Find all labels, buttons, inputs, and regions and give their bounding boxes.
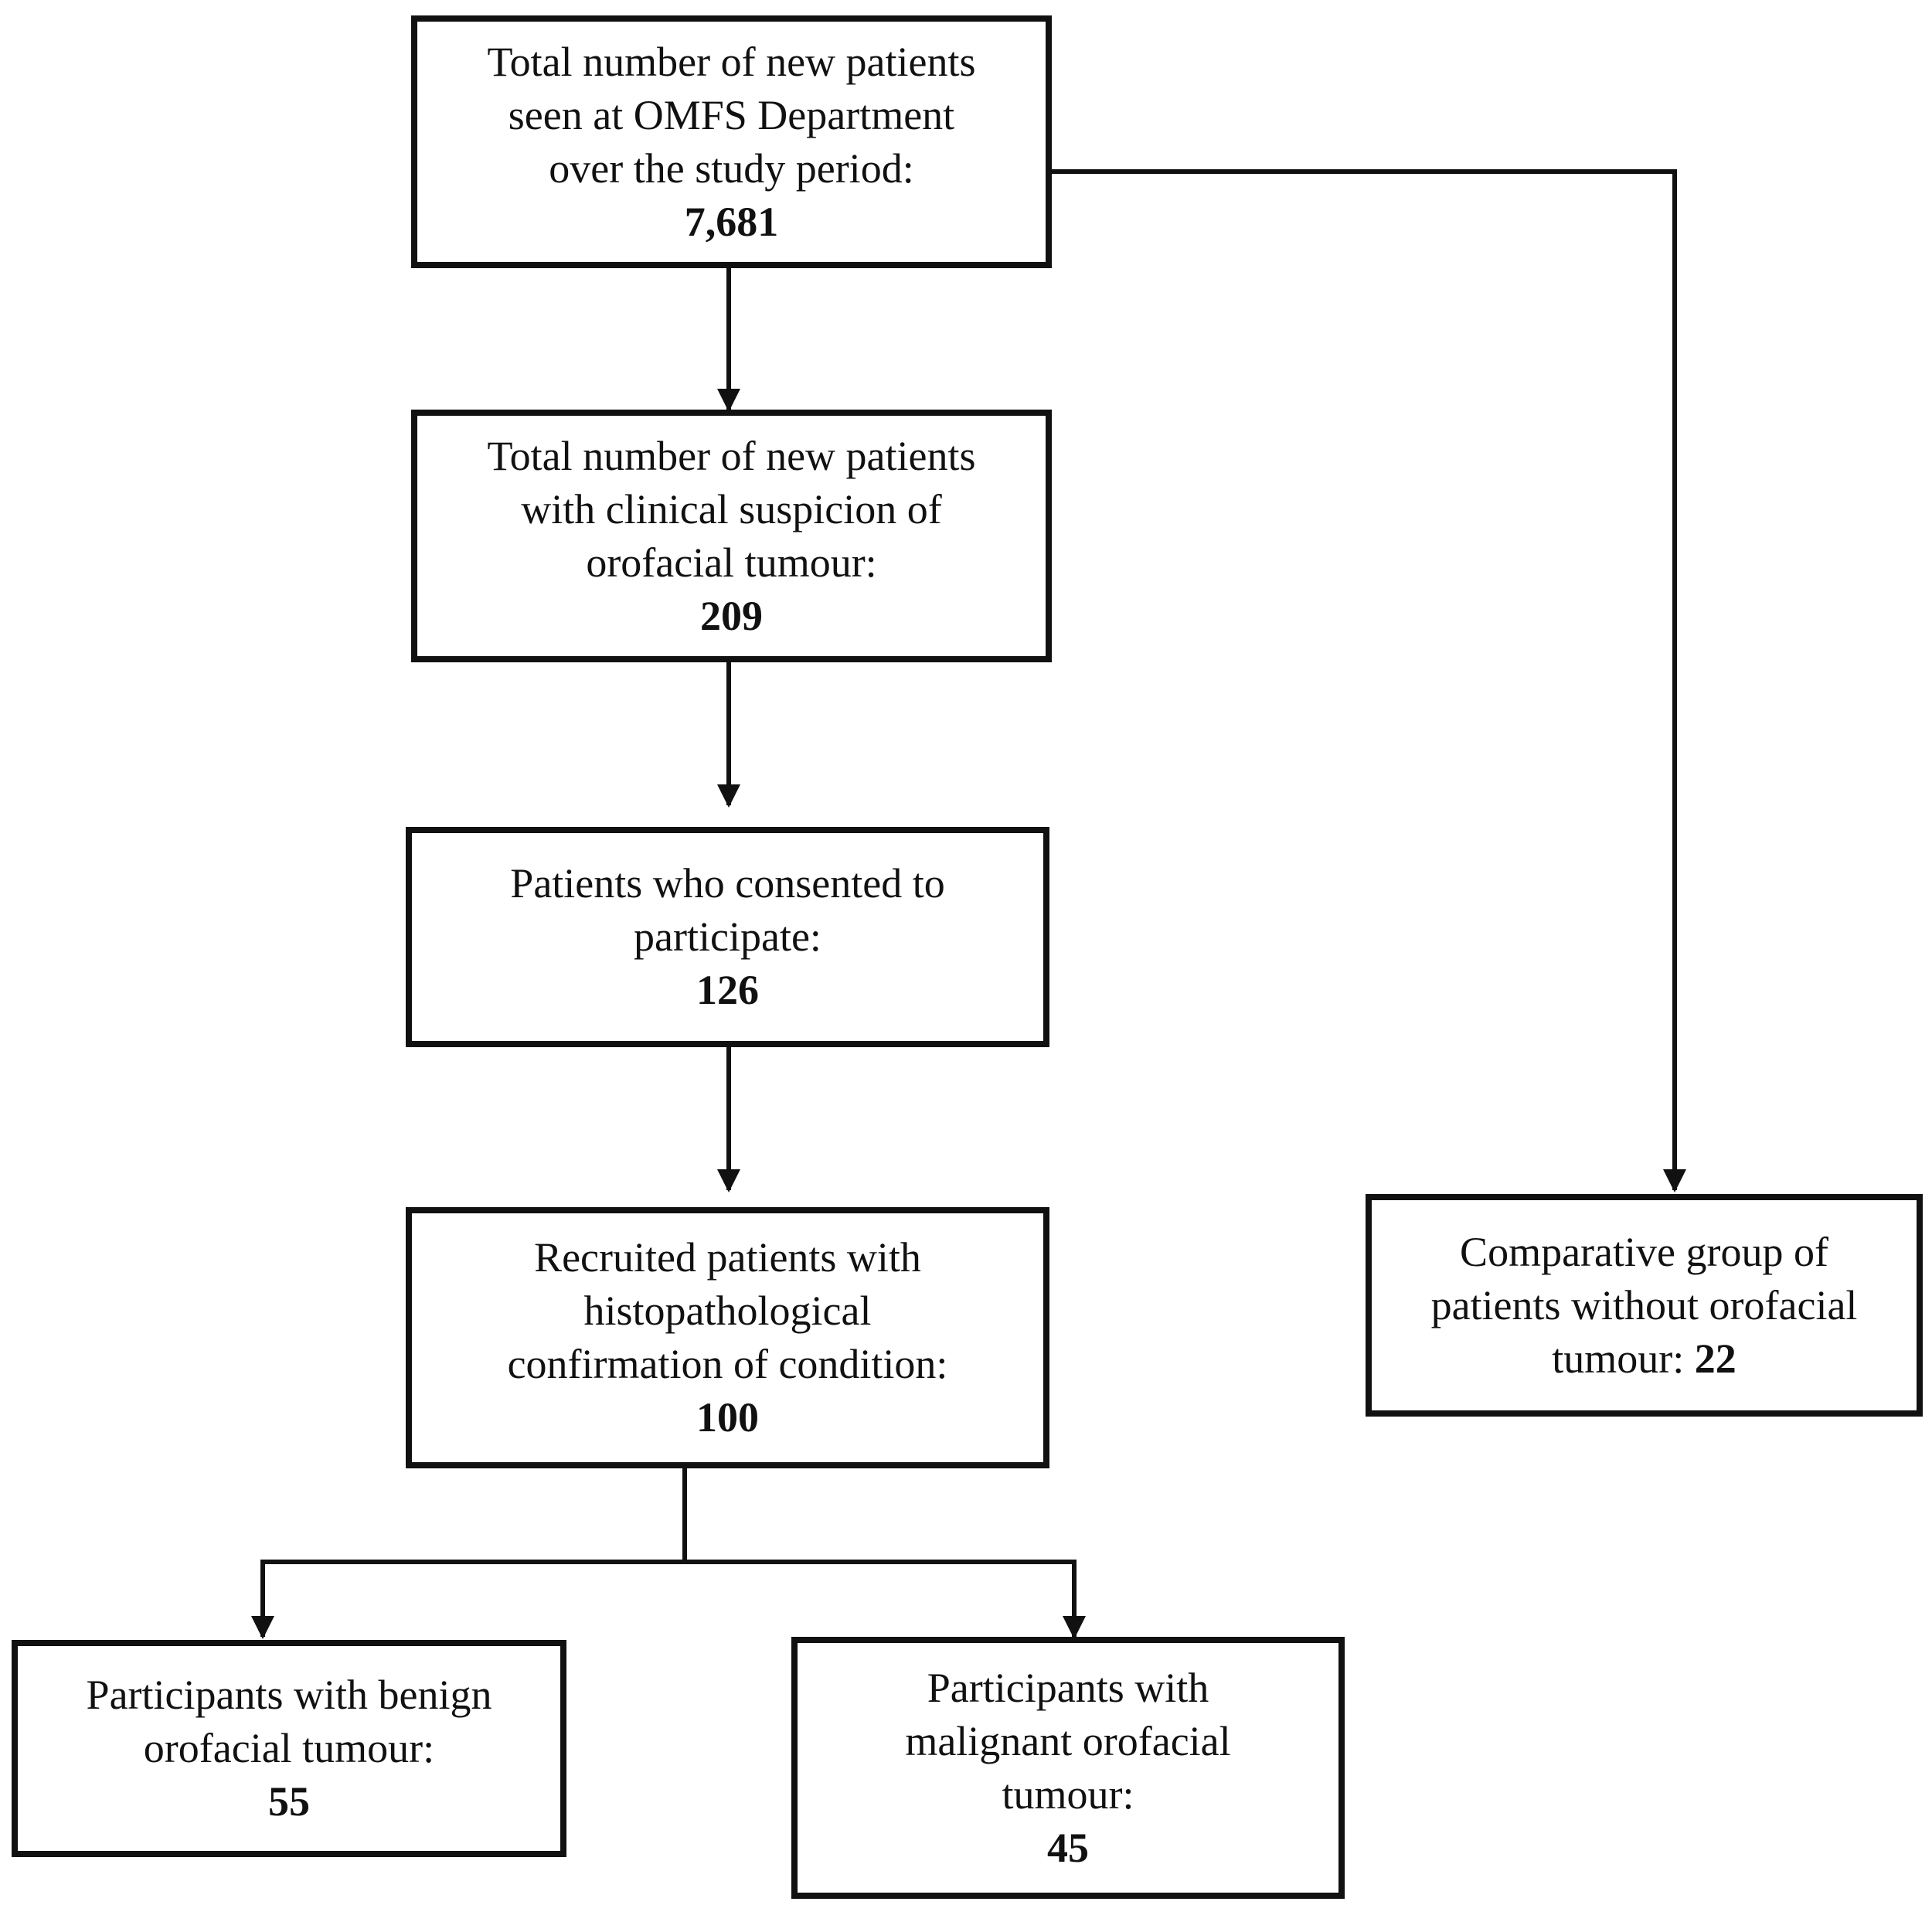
clinical-suspicion-label: Total number of new patients with clinic… xyxy=(487,432,976,586)
consented-label: Patients who consented to participate: xyxy=(510,860,945,960)
malignant-box: Participants with malignant orofacial tu… xyxy=(791,1637,1345,1899)
consented-box: Patients who consented to participate: 1… xyxy=(406,827,1049,1047)
benign-count: 55 xyxy=(268,1778,310,1825)
recruited-count: 100 xyxy=(696,1394,759,1441)
total-patients-count: 7,681 xyxy=(684,198,779,245)
comparative-label: Comparative group of patients without or… xyxy=(1430,1228,1858,1382)
benign-box: Participants with benign orofacial tumou… xyxy=(12,1640,566,1857)
total-patients-label: Total number of new patients seen at OMF… xyxy=(487,38,976,192)
recruited-label: Recruited patients with histopathologica… xyxy=(507,1234,948,1387)
recruited-box: Recruited patients with histopathologica… xyxy=(406,1207,1049,1468)
consented-count: 126 xyxy=(696,967,759,1013)
comparative-box: Comparative group of patients without or… xyxy=(1366,1194,1923,1417)
clinical-suspicion-count: 209 xyxy=(700,592,763,639)
arrow-total-to-comparative xyxy=(1051,169,1686,1192)
comparative-count: 22 xyxy=(1694,1335,1736,1382)
malignant-label: Participants with malignant orofacial tu… xyxy=(905,1664,1231,1818)
clinical-suspicion-box: Total number of new patients with clinic… xyxy=(411,410,1052,662)
comparative-text: Comparative group of patients without or… xyxy=(1431,1226,1858,1386)
total-patients-box: Total number of new patients seen at OMF… xyxy=(411,15,1052,268)
malignant-count: 45 xyxy=(1047,1824,1089,1871)
benign-label: Participants with benign orofacial tumou… xyxy=(86,1672,492,1771)
